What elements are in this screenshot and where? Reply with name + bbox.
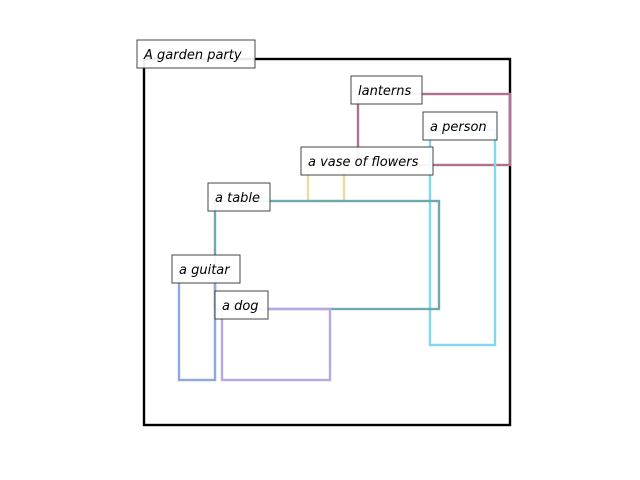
guitar-label: a guitar <box>171 254 241 284</box>
dog-box <box>220 307 332 382</box>
vase-of-flowers-label-text: a vase of flowers <box>308 155 419 170</box>
table-label-bg <box>207 182 271 212</box>
guitar-label-bg <box>171 254 241 284</box>
person-label-text: a person <box>430 120 487 135</box>
scene-label-text: A garden party <box>143 48 242 63</box>
guitar-box <box>177 271 217 382</box>
person-label: a person <box>422 111 498 141</box>
table-label-text: a table <box>215 191 260 206</box>
scene-label: A garden party <box>136 39 256 69</box>
lanterns-label: lanterns <box>350 75 423 105</box>
lanterns-label-bg <box>350 75 423 105</box>
lanterns-label-text: lanterns <box>358 84 411 99</box>
dog-label-text: a dog <box>222 299 259 314</box>
table-label: a table <box>207 182 271 212</box>
person-label-bg <box>422 111 498 141</box>
vase-of-flowers-label: a vase of flowers <box>300 146 434 176</box>
vase-of-flowers-label-bg <box>300 146 434 176</box>
guitar-label-text: a guitar <box>179 263 231 278</box>
dog-label: a dog <box>214 290 269 320</box>
scene-box <box>142 57 512 427</box>
dog-label-bg <box>214 290 269 320</box>
lanterns-box <box>356 92 512 167</box>
scene-label-bg <box>136 39 256 69</box>
